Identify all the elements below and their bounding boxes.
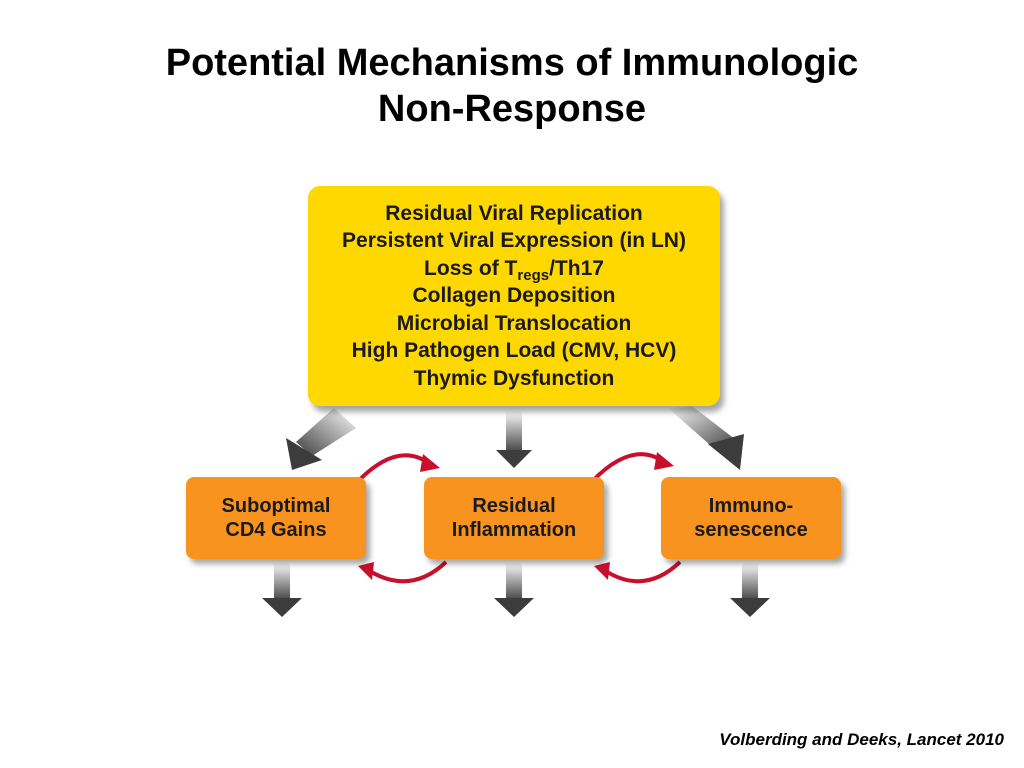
down-arrow-left xyxy=(262,562,302,617)
cycle-arrowhead-left-bottom xyxy=(358,562,374,580)
outcome-cd4-gains-line2: CD4 Gains xyxy=(225,519,327,541)
outcome-inflammation-line1: Residual xyxy=(472,495,556,517)
cycle-arrow-right-bottom xyxy=(602,560,682,584)
citation: Volberding and Deeks, Lancet 2010 xyxy=(719,730,1004,749)
tregs-suffix: /Th17 xyxy=(549,256,604,280)
outcome-immunosenescence: Immuno- senescence xyxy=(661,477,841,559)
tregs-subscript: regs xyxy=(517,266,550,284)
arrow-to-inflammation xyxy=(496,410,532,468)
down-arrow-right xyxy=(730,562,770,617)
mechanism-residual-viral-replication: Residual Viral Replication xyxy=(385,201,643,225)
outcome-inflammation-line2: Inflammation xyxy=(451,519,577,541)
mechanism-loss-of-tregs: Loss of Tregs/Th17 xyxy=(424,255,604,283)
outcome-immunosenescence-line2: senescence xyxy=(694,519,808,541)
slide-title-line2: Non-Response xyxy=(377,88,647,130)
mechanism-persistent-viral-expression: Persistent Viral Expression (in LN) xyxy=(342,229,686,253)
cycle-arrow-left-bottom xyxy=(366,560,448,584)
outcome-cd4-gains-line1: Suboptimal xyxy=(221,495,331,517)
arrow-to-immunosenescence xyxy=(668,406,744,470)
slide-title-line1: Potential Mechanisms of Immunologic xyxy=(165,42,859,84)
cycle-arrowhead-left-top xyxy=(420,454,440,472)
mechanism-microbial-translocation: Microbial Translocation xyxy=(396,311,632,335)
cycle-arrowhead-right-top xyxy=(654,452,674,470)
tregs-prefix: Loss of T xyxy=(424,256,518,280)
mechanism-thymic-dysfunction: Thymic Dysfunction xyxy=(413,366,615,390)
mechanism-high-pathogen-load: High Pathogen Load (CMV, HCV) xyxy=(351,339,677,363)
outcome-immunosenescence-line1: Immuno- xyxy=(708,495,794,517)
down-arrow-center xyxy=(494,562,534,617)
arrow-to-cd4-gains xyxy=(286,408,356,470)
outcome-inflammation: Residual Inflammation xyxy=(424,477,604,559)
mechanisms-box: Residual Viral Replication Persistent Vi… xyxy=(308,186,720,406)
mechanism-collagen-deposition: Collagen Deposition xyxy=(412,284,616,308)
cycle-arrowhead-right-bottom xyxy=(594,562,610,580)
slide-title: Potential Mechanisms of Immunologic Non-… xyxy=(0,40,1024,132)
outcome-cd4-gains: Suboptimal CD4 Gains xyxy=(186,477,366,559)
